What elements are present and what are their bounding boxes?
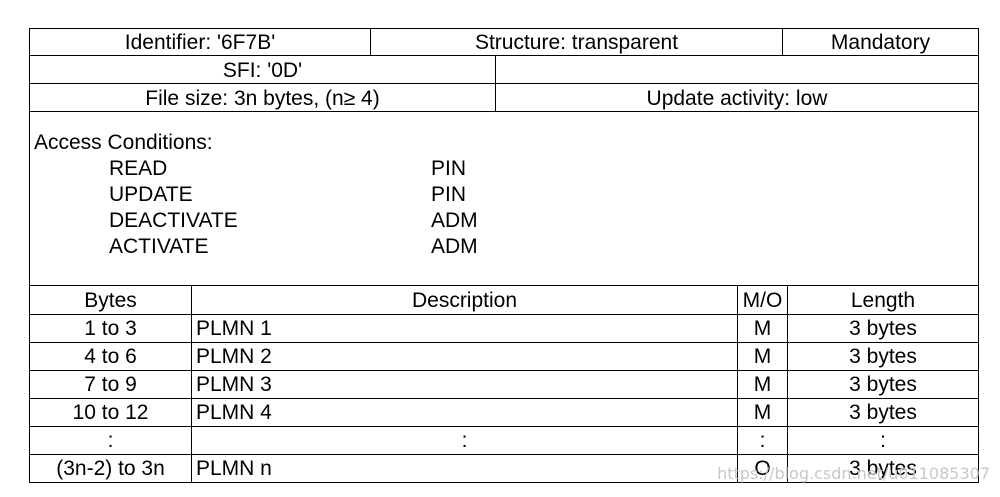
watermark: https://blog.csdn.net/u011085307: [717, 464, 990, 483]
row-1-length: 3 bytes: [849, 317, 917, 340]
row-2-bytes: 4 to 6: [84, 345, 137, 368]
access-cond-update: PIN: [431, 183, 467, 206]
row-ellipsis-length: :: [880, 429, 886, 452]
access-op-activate: ACTIVATE: [109, 235, 209, 258]
row-n-length: 3 bytes: [849, 457, 917, 480]
row-4-description: PLMN 4: [196, 401, 272, 424]
row-ellipsis-mo: :: [759, 429, 766, 452]
structure-cell: Structure: transparent: [474, 31, 679, 54]
access-cond-deactivate: ADM: [431, 209, 478, 232]
row-n-bytes: (3n-2) to 3n: [56, 457, 165, 480]
col-header-description: Description: [411, 289, 518, 312]
col-header-bytes: Bytes: [84, 289, 137, 312]
row-4-length: 3 bytes: [849, 401, 917, 424]
sfi-cell: SFI: '0D': [222, 59, 303, 82]
identifier-cell: Identifier: '6F7B': [124, 31, 276, 54]
row-4-bytes: 10 to 12: [72, 401, 149, 424]
row-3-mo: M: [753, 373, 772, 396]
update-activity-cell: Update activity: low: [646, 87, 828, 110]
row-ellipsis-description: :: [461, 429, 468, 452]
access-op-deactivate: DEACTIVATE: [109, 209, 238, 232]
row-2-length: 3 bytes: [849, 345, 917, 368]
row-2-description: PLMN 2: [196, 345, 272, 368]
row-3-length: 3 bytes: [849, 373, 917, 396]
access-op-update: UPDATE: [109, 183, 193, 206]
mandatory-cell: Mandatory: [830, 31, 931, 54]
row-n-mo: O: [754, 457, 771, 480]
access-conditions-title: Access Conditions:: [34, 131, 213, 154]
row-4-mo: M: [753, 401, 772, 424]
row-ellipsis-bytes: :: [107, 429, 114, 452]
row-n-description: PLMN n: [196, 457, 272, 480]
col-header-mo: M/O: [742, 289, 783, 312]
row-1-description: PLMN 1: [196, 317, 272, 340]
access-op-read: READ: [109, 157, 168, 180]
row-2-mo: M: [753, 345, 772, 368]
row-1-mo: M: [753, 317, 772, 340]
file-size-cell: File size: 3n bytes, (n≥ 4): [145, 87, 380, 110]
access-cond-read: PIN: [431, 157, 467, 180]
row-3-description: PLMN 3: [196, 373, 272, 396]
ef-definition-table: Identifier: '6F7B' Structure: transparen…: [29, 28, 979, 483]
col-header-length: Length: [850, 289, 916, 312]
access-cond-activate: ADM: [431, 235, 478, 258]
row-3-bytes: 7 to 9: [84, 373, 137, 396]
row-1-bytes: 1 to 3: [84, 317, 137, 340]
